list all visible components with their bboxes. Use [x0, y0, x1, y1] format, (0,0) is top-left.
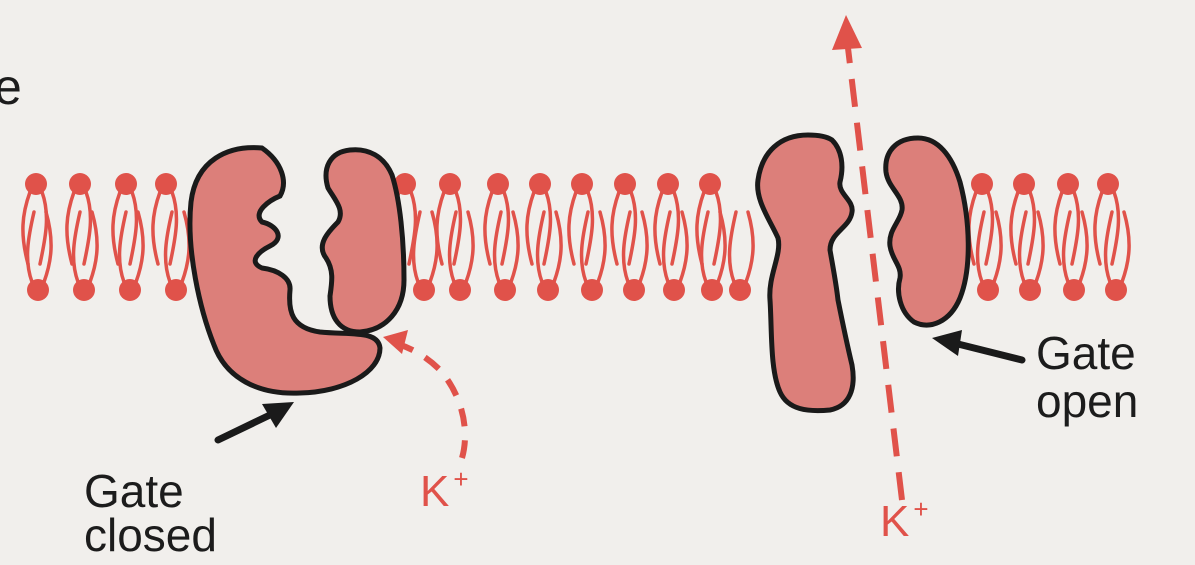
- open-channel-right-subunit: [886, 138, 968, 325]
- open-channel-left-subunit: [758, 135, 854, 411]
- lipid-head: [663, 279, 685, 301]
- pointer-gate-closed-shaft: [218, 414, 272, 440]
- lipid-tail-pair: [730, 212, 754, 282]
- ion-path-left-line: [398, 344, 465, 458]
- lipid-head: [571, 173, 593, 195]
- lipid-head: [1019, 279, 1041, 301]
- ion-path-right-arrowhead: [832, 15, 862, 50]
- lipid-head: [971, 173, 993, 195]
- closed-channel: [190, 148, 404, 394]
- pointer-gate-closed: [218, 402, 294, 440]
- lipid-head: [73, 279, 95, 301]
- lipid-head: [729, 279, 751, 301]
- lipid-head: [1105, 279, 1127, 301]
- lipid-head: [1063, 279, 1085, 301]
- ion-right-label: K+: [880, 500, 929, 544]
- lipid-tail-pair: [28, 212, 52, 282]
- lipid-head: [494, 279, 516, 301]
- ion-path-left-arrowhead: [383, 330, 408, 354]
- gate-open-label-line2: open: [1036, 378, 1138, 424]
- lipid-head: [537, 279, 559, 301]
- lipid-tail-pair: [67, 192, 91, 264]
- lipid-head: [449, 279, 471, 301]
- lipid-head: [439, 173, 461, 195]
- pointer-gate-open-arrowhead: [932, 330, 962, 356]
- ion-left-symbol: K: [420, 467, 449, 516]
- lipid-head: [165, 279, 187, 301]
- lipid-head: [581, 279, 603, 301]
- ion-right-charge: +: [913, 494, 928, 524]
- lipid-head: [155, 173, 177, 195]
- lipid-head: [1013, 173, 1035, 195]
- lipid-head: [529, 173, 551, 195]
- lipid-head: [1097, 173, 1119, 195]
- ion-left-charge: +: [453, 464, 468, 494]
- lipid-head: [614, 173, 636, 195]
- lipid-tail-pair: [120, 212, 144, 282]
- gate-closed-label-line2: closed: [84, 512, 217, 558]
- pointer-gate-open-shaft: [958, 344, 1022, 360]
- ion-right-symbol: K: [880, 497, 909, 546]
- lipid-head: [487, 173, 509, 195]
- lipid-tail-pair: [113, 192, 137, 264]
- lipid-head: [977, 279, 999, 301]
- lipid-head: [119, 279, 141, 301]
- ion-path-left: [383, 330, 465, 458]
- lipid-head: [69, 173, 91, 195]
- lipid-tail-pair: [702, 212, 726, 282]
- gate-closed-label-line1: Gate: [84, 468, 184, 514]
- gate-open-label-line1: Gate: [1036, 330, 1136, 376]
- lipid-head: [115, 173, 137, 195]
- closed-channel-right-subunit: [322, 150, 404, 332]
- pointer-gate-open: [932, 330, 1022, 360]
- lipid-head: [623, 279, 645, 301]
- lipid-head: [25, 173, 47, 195]
- lipid-head: [413, 279, 435, 301]
- lipid-head: [699, 173, 721, 195]
- partial-letter-label: e: [0, 62, 22, 112]
- ion-left-label: K+: [420, 470, 469, 514]
- ion-path-right-line: [848, 48, 902, 500]
- lipid-head: [1057, 173, 1079, 195]
- lipid-head: [27, 279, 49, 301]
- lipid-head: [701, 279, 723, 301]
- lipid-tail-pair: [74, 212, 98, 282]
- lipid-tail-pair: [414, 212, 438, 282]
- lipid-head: [657, 173, 679, 195]
